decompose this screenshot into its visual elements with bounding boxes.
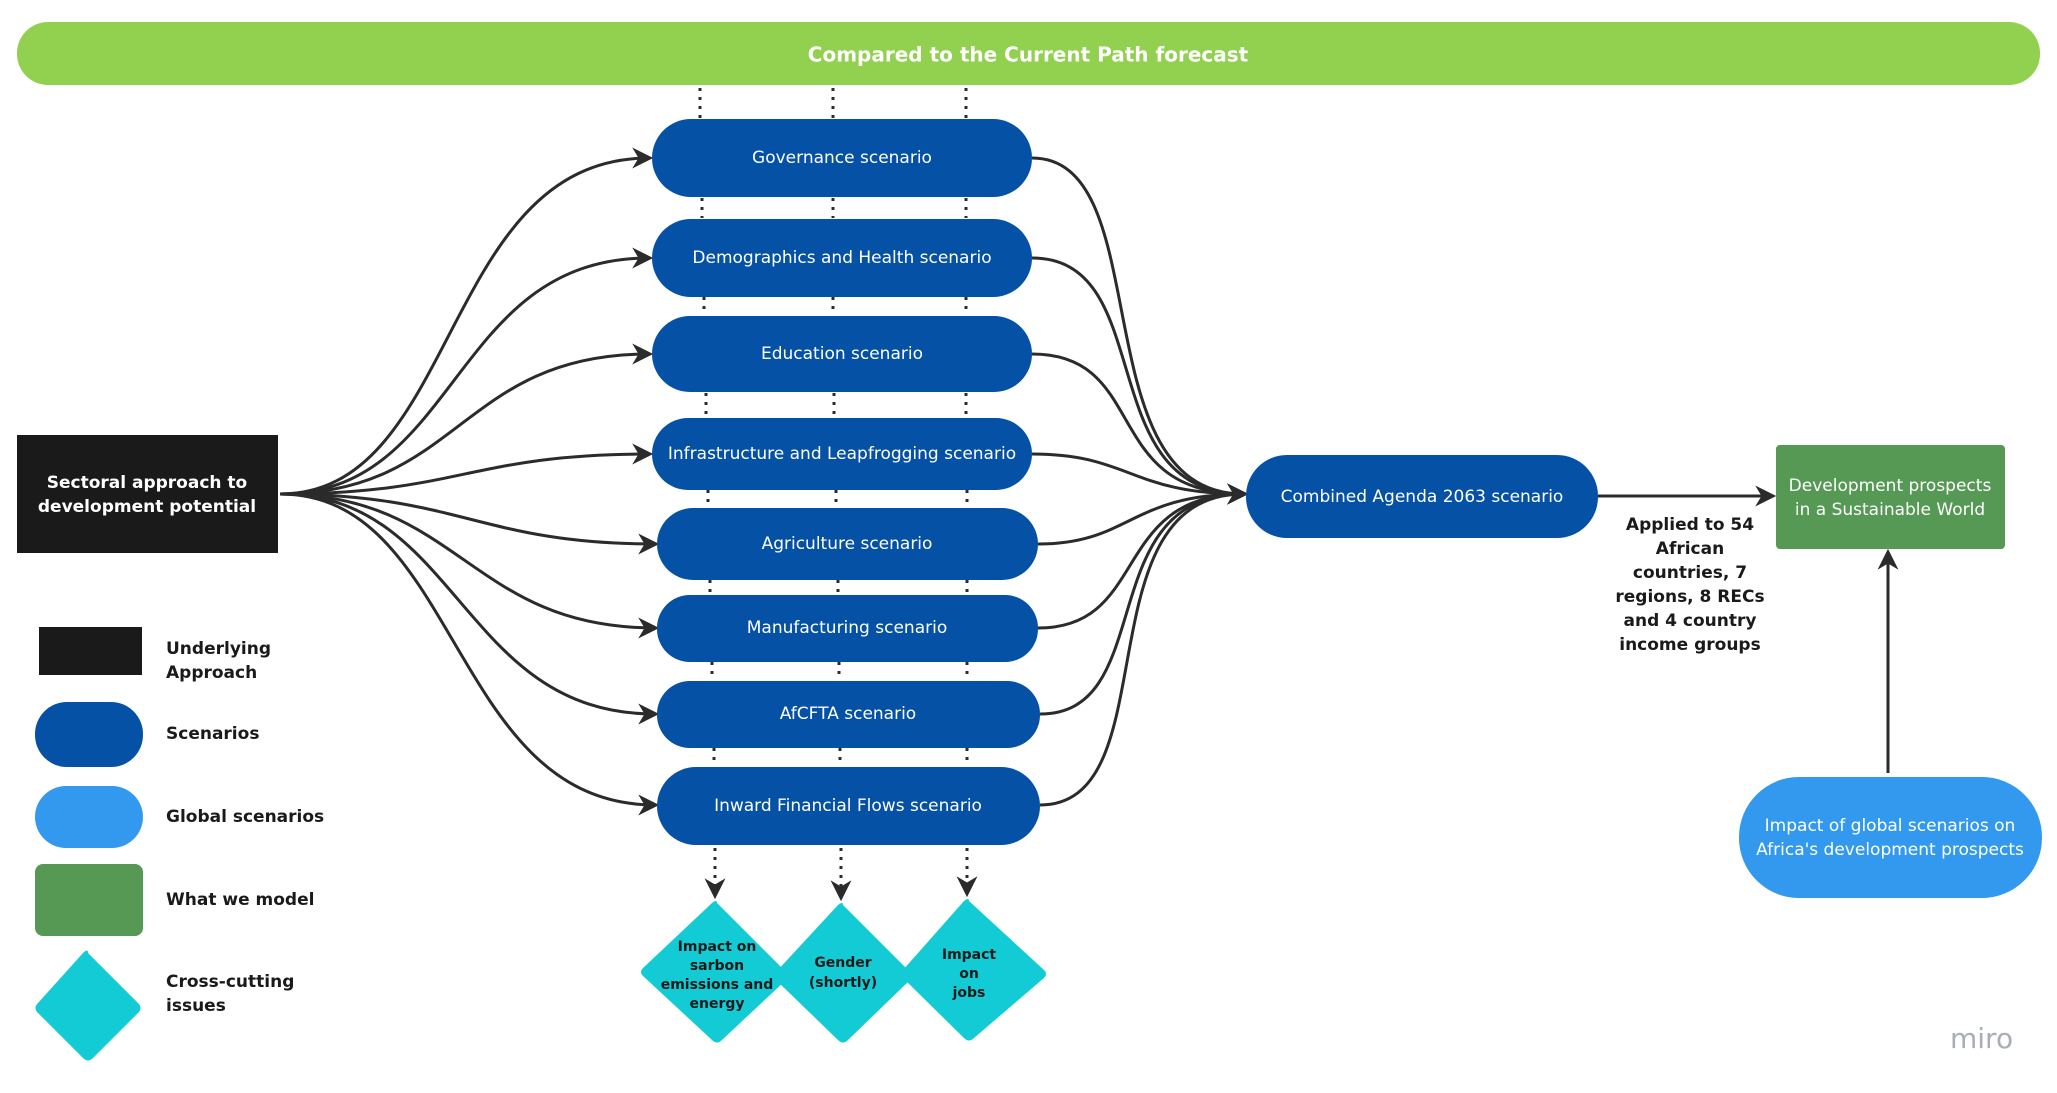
diamond-line: on [959, 966, 979, 982]
development-label-line1: Development prospects [1789, 476, 1992, 496]
scenario-node-1[interactable]: Demographics and Health scenario [652, 219, 1032, 297]
legend-swatch-global [35, 786, 143, 848]
diamond-line: emissions and [661, 977, 774, 993]
sectoral-approach-node[interactable]: Sectoral approach to development potenti… [17, 435, 278, 553]
diamond-line: energy [689, 996, 744, 1012]
cross-cutting-diamond-0[interactable]: Impact on sarbon emissions and energy [641, 901, 788, 1043]
scenario-label: Inward Financial Flows scenario [714, 796, 982, 816]
legend-label: Approach [166, 663, 257, 683]
legend-label: Scenarios [166, 724, 259, 744]
impact-global-shape [1739, 777, 2042, 898]
diamond-shape [774, 903, 912, 1043]
dotted-arrows-to-cross-cutting [704, 848, 978, 902]
diamond-line: (shortly) [809, 975, 877, 991]
scenario-shape [652, 219, 1032, 297]
scenario-shape [652, 119, 1032, 197]
scenario-label: Infrastructure and Leapfrogging scenario [668, 444, 1016, 464]
combined-scenario-node[interactable]: Combined Agenda 2063 scenario [1246, 455, 1598, 538]
scenario-node-2[interactable]: Education scenario [652, 316, 1032, 392]
miro-watermark: miro [1950, 1022, 2013, 1055]
legend-swatch-model [35, 864, 143, 936]
applied-note: Applied to 54 African countries, 7 regio… [1615, 515, 1764, 655]
legend-item-crosscut: Cross-cutting issues [35, 950, 294, 1061]
scenario-node-7[interactable]: Inward Financial Flows scenario [657, 767, 1040, 845]
legend-item-model: What we model [35, 864, 314, 936]
legend-swatch-crosscut [35, 950, 141, 1061]
scenario-shape [657, 681, 1040, 748]
applied-note-line: and 4 country [1624, 611, 1757, 631]
applied-note-line: regions, 8 RECs [1615, 587, 1764, 607]
scenario-label: Education scenario [761, 344, 923, 364]
applied-note-line: countries, 7 [1633, 563, 1747, 583]
legend: Underlying Approach Scenarios Global sce… [35, 627, 324, 1061]
combined-edges [1031, 156, 1249, 807]
development-label-line2: in a Sustainable World [1795, 500, 1985, 520]
legend-item-global: Global scenarios [35, 786, 324, 848]
legend-swatch-scenarios [35, 702, 143, 767]
legend-label: Cross-cutting [166, 972, 294, 992]
approach-label-line2: development potential [38, 497, 256, 517]
scenario-label: Governance scenario [752, 148, 932, 168]
legend-label: Global scenarios [166, 807, 324, 827]
legend-item-approach: Underlying Approach [39, 627, 271, 683]
scenario-label: Manufacturing scenario [747, 618, 947, 638]
banner-label: Compared to the Current Path forecast [808, 43, 1249, 67]
legend-label: issues [166, 996, 226, 1016]
diamond-shape [641, 901, 788, 1043]
approach-edges [279, 147, 660, 816]
result-edges [1598, 485, 1899, 773]
legend-label: Underlying [166, 639, 271, 659]
scenario-shape [657, 595, 1038, 662]
development-prospects-node[interactable]: Development prospects in a Sustainable W… [1776, 445, 2005, 549]
applied-note-line: Applied to 54 [1626, 515, 1754, 535]
applied-note-line: income groups [1619, 635, 1760, 655]
impact-global-line1: Impact of global scenarios on [1765, 816, 2016, 836]
current-path-banner[interactable]: Compared to the Current Path forecast [17, 22, 2040, 85]
cross-cutting-diamond-2[interactable]: Impact on jobs [901, 899, 1046, 1041]
dotted-connectors [698, 88, 969, 766]
legend-label: What we model [166, 890, 314, 910]
diamond-line: Impact [942, 947, 997, 963]
scenario-shape [657, 767, 1040, 845]
legend-swatch-approach [39, 627, 142, 675]
scenario-label: Agriculture scenario [762, 534, 933, 554]
combined-label: Combined Agenda 2063 scenario [1281, 487, 1564, 507]
scenario-shape [657, 508, 1038, 580]
impact-global-line2: Africa's development prospects [1756, 840, 2024, 860]
combined-shape [1246, 455, 1598, 538]
scenario-node-3[interactable]: Infrastructure and Leapfrogging scenario [652, 418, 1032, 490]
diamond-line: jobs [952, 985, 986, 1001]
diamond-line: Gender [814, 955, 871, 971]
diamond-line: sarbon [690, 958, 744, 974]
cross-cutting-diamond-1[interactable]: Gender (shortly) [774, 903, 912, 1043]
scenario-node-5[interactable]: Manufacturing scenario [657, 595, 1038, 662]
impact-global-scenarios-node[interactable]: Impact of global scenarios on Africa's d… [1739, 777, 2042, 898]
scenario-label: Demographics and Health scenario [692, 248, 991, 268]
scenario-node-6[interactable]: AfCFTA scenario [657, 681, 1040, 748]
scenario-node-4[interactable]: Agriculture scenario [657, 508, 1038, 580]
approach-label-line1: Sectoral approach to [47, 473, 248, 493]
scenario-shape [652, 418, 1032, 490]
scenario-node-0[interactable]: Governance scenario [652, 119, 1032, 197]
approach-shape [17, 435, 278, 553]
legend-item-scenarios: Scenarios [35, 702, 259, 767]
applied-note-line: African [1656, 539, 1724, 559]
development-shape [1776, 445, 2005, 549]
diamond-shape [901, 899, 1046, 1041]
diamond-line: Impact on [678, 939, 757, 955]
scenario-shape [652, 316, 1032, 392]
scenario-label: AfCFTA scenario [780, 704, 916, 724]
banner-shape [17, 22, 2040, 85]
